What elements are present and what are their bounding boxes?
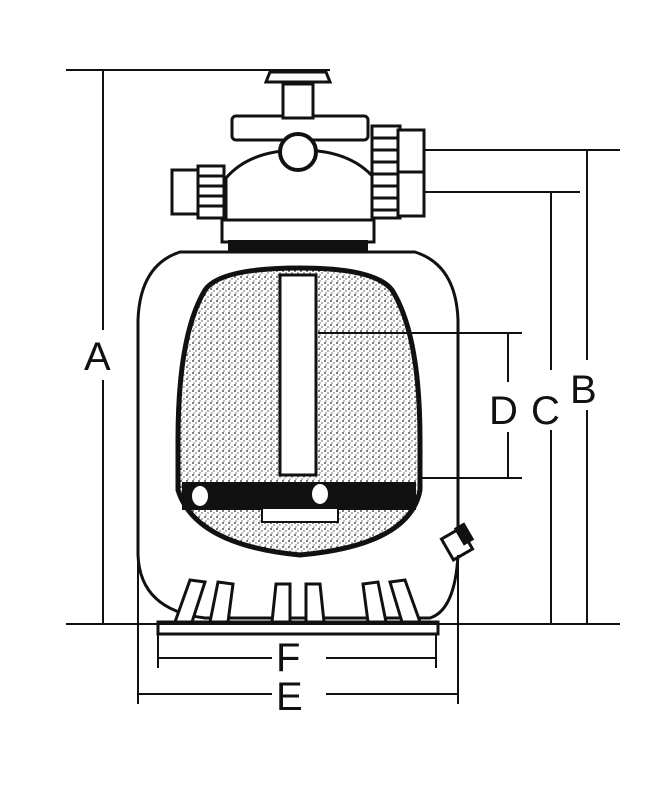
lateral-port-left	[190, 484, 210, 508]
drain-plug	[439, 522, 475, 562]
valve-handle	[263, 70, 333, 84]
standpipe	[278, 273, 318, 477]
right-port-upper-pipe	[396, 128, 426, 174]
lateral-hub	[261, 507, 339, 523]
dimension-label-f: F	[276, 636, 300, 680]
lateral-port-right	[310, 482, 330, 506]
dimension-label-d: D	[489, 389, 518, 433]
valve-collar	[228, 240, 368, 252]
stand-legs	[172, 578, 423, 624]
dimension-label-a: A	[84, 335, 111, 379]
left-port-thread	[196, 164, 226, 220]
dimension-lines	[66, 69, 620, 704]
right-port-thread	[370, 124, 402, 220]
right-port-lower-pipe	[396, 170, 426, 218]
valve-port-center	[278, 132, 318, 172]
dimension-label-e: E	[276, 675, 303, 719]
handle-stem	[281, 82, 315, 120]
dimension-label-c: C	[531, 389, 560, 433]
dimension-label-b: B	[570, 368, 597, 412]
valve-neck	[220, 218, 376, 244]
lateral-band	[182, 482, 416, 510]
